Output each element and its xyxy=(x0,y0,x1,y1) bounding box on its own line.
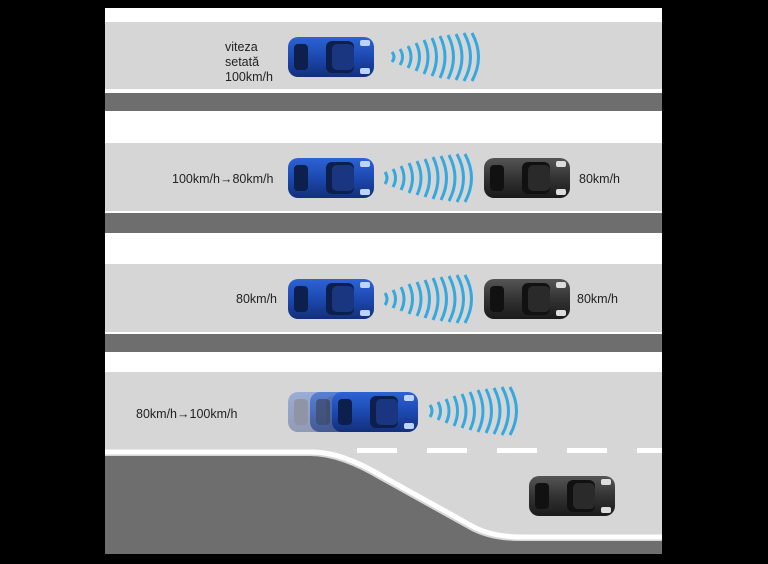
road xyxy=(105,22,662,92)
lead-car xyxy=(288,279,374,319)
scene-accelerate xyxy=(105,352,662,554)
scene-slow-down xyxy=(105,111,662,233)
separator xyxy=(105,213,662,233)
radar-waves xyxy=(390,32,480,82)
set-speed-label: viteza setată 100km/h xyxy=(225,40,273,84)
exit-lane xyxy=(105,456,662,554)
own-speed-label: 100km/h→80km/h xyxy=(172,172,274,186)
separator xyxy=(105,233,662,247)
separator xyxy=(105,334,662,352)
radar-waves xyxy=(428,386,518,436)
lane-dashes xyxy=(105,259,662,264)
exit-lane-edge xyxy=(105,449,662,540)
scene-set-speed xyxy=(105,16,662,111)
target-speed-label: 80km/h xyxy=(577,292,618,306)
road-edge-line xyxy=(105,89,662,92)
separator xyxy=(105,93,662,111)
lead-car xyxy=(288,158,374,198)
road-edge-line xyxy=(105,368,662,372)
separator xyxy=(105,352,662,368)
exiting-car xyxy=(529,476,615,516)
lead-car xyxy=(288,37,374,77)
own-speed-label: 80km/h xyxy=(236,292,277,306)
lane-dashes xyxy=(105,138,662,143)
lane-dashes xyxy=(357,448,662,453)
lead-car xyxy=(332,392,418,432)
target-car xyxy=(484,279,570,319)
radar-waves xyxy=(383,274,473,324)
own-speed-label: 80km/h→100km/h xyxy=(136,407,238,421)
scene-follow xyxy=(105,233,662,352)
radar-waves xyxy=(383,153,473,203)
separator xyxy=(105,111,662,129)
lane-dashes xyxy=(105,16,662,22)
target-speed-label: 80km/h xyxy=(579,172,620,186)
target-car xyxy=(484,158,570,198)
